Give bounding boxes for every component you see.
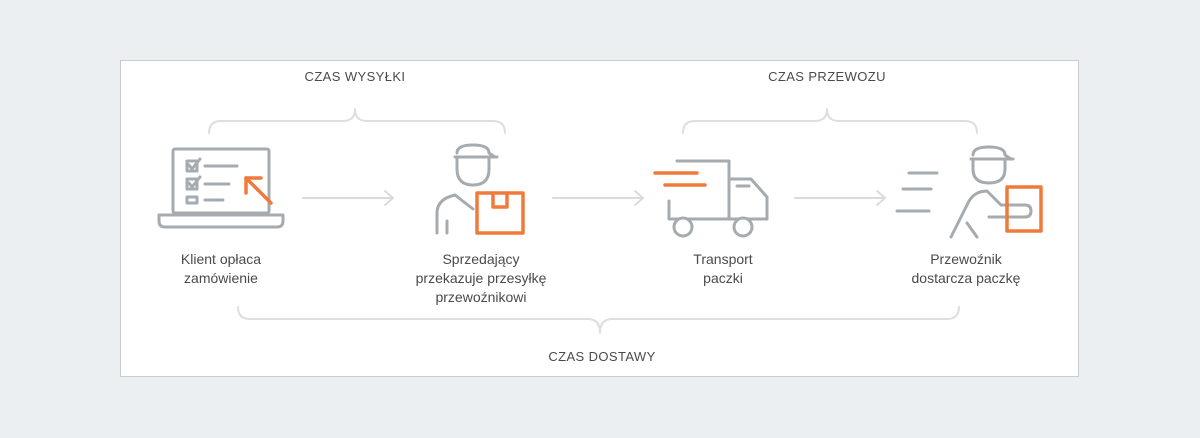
bracket-transport-time (682, 108, 978, 134)
caption-shipping-time: CZAS WYSYŁKI (304, 69, 406, 84)
arrow-step-3-to-4 (794, 190, 886, 206)
caption-delivery-time: CZAS DOSTAWY (548, 349, 656, 364)
step-label-transport: Transport paczki (693, 251, 753, 286)
diagram-graphics (157, 108, 1043, 334)
arrow-step-1-to-2 (302, 190, 394, 206)
delivery-timeline-diagram: CZAS WYSYŁKI CZAS PRZEWOZU CZAS DOSTAWY … (120, 60, 1079, 377)
caption-transport-time: CZAS PRZEWOZU (768, 69, 886, 84)
seller-with-box-icon (435, 143, 525, 235)
step-label-seller-hands-over: Sprzedający przekazuje przesyłkę przewoź… (415, 251, 547, 305)
step-label-carrier-delivers: Przewoźnik dostarcza paczkę (911, 251, 1021, 286)
delivery-truck-icon (653, 159, 769, 238)
courier-delivering-icon (895, 145, 1043, 239)
step-label-customer-pays: Klient opłaca zamówienie (180, 251, 262, 286)
bracket-delivery-time (237, 306, 960, 334)
arrow-step-2-to-3 (552, 190, 644, 206)
bracket-shipping-time (208, 108, 506, 134)
laptop-checklist-icon (157, 147, 285, 229)
